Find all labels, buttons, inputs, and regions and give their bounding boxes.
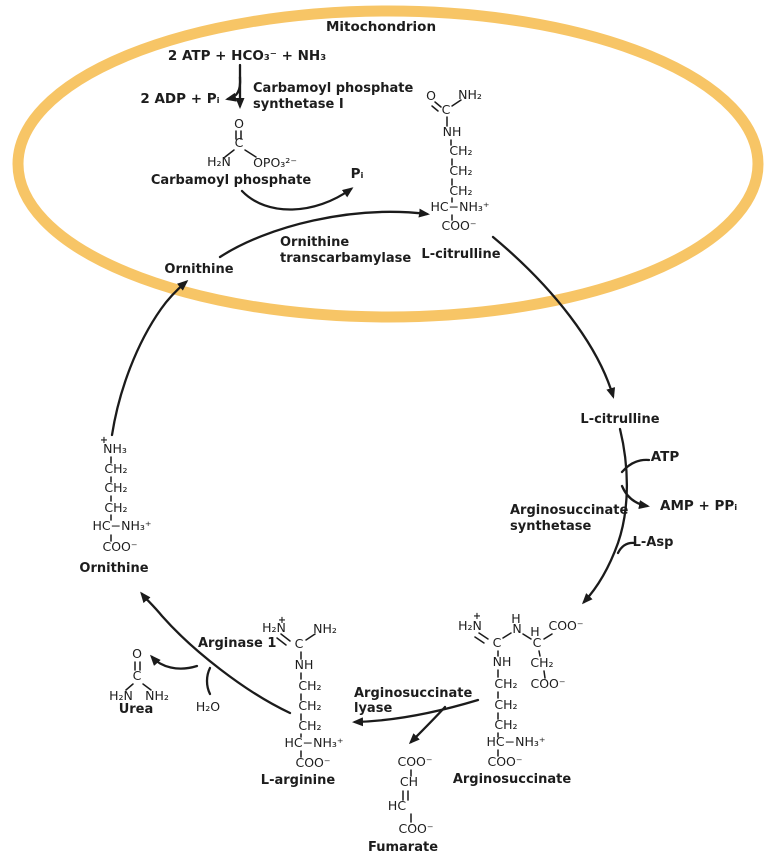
arrow-lasp-in	[616, 541, 637, 555]
arrow-h2o-in	[205, 666, 212, 696]
arginosuccinate-c-left: C	[492, 635, 502, 650]
citrulline-cytosol-label: L-citrulline	[580, 412, 660, 427]
ornithine-hcnh3: HC−NH₃⁺	[92, 518, 152, 533]
cps1-byproducts: 2 ADP + Pᵢ	[140, 91, 220, 107]
cps1-substrates: 2 ATP + HCO₃⁻ + NH₃	[167, 48, 327, 64]
ass-amp-ppi: AMP + PPᵢ	[660, 498, 738, 514]
otc-enzyme-line1: Ornithine	[280, 235, 350, 250]
arginosuccinate-h-right: H	[530, 624, 540, 639]
arginosuccinate-c-right: C	[532, 635, 542, 650]
citrulline-coo: COO⁻	[441, 218, 477, 233]
arginosuccinate-coo-right: COO⁻	[530, 676, 566, 691]
arginine-ch2-2: CH₂	[298, 698, 322, 713]
arginosuccinate-h-top: H	[511, 611, 521, 626]
ass-enzyme-line2: synthetase	[510, 519, 592, 534]
ornithine-nh3: NH₃	[103, 441, 127, 456]
arginase-enzyme: Arginase 1	[198, 636, 277, 651]
fumarate-coo-top: COO⁻	[397, 754, 433, 769]
carbamoyl-phosphate-label: Carbamoyl phosphate	[150, 173, 312, 188]
ornithine-ch2-2: CH₂	[104, 480, 128, 495]
arginine-plus: +	[278, 615, 286, 626]
arginosuccinate-plus: +	[473, 611, 481, 622]
arrow-ornithine-to-citrulline	[218, 208, 430, 259]
ass-atp: ATP	[650, 449, 680, 465]
ornithine-ch2-1: CH₂	[104, 461, 128, 476]
citrulline-mito-label: L-citrulline	[421, 247, 501, 262]
otc-enzyme-line2: transcarbamylase	[280, 251, 412, 266]
arrow-ass-main	[581, 427, 628, 605]
otc-pi: Pᵢ	[350, 166, 364, 182]
arginine-nh2: NH₂	[313, 621, 337, 636]
arginosuccinate-coo-tr: COO⁻	[548, 618, 584, 633]
arginosuccinate-ch2-1: CH₂	[494, 676, 518, 691]
citrulline-ch2-2: CH₂	[449, 163, 473, 178]
ass-l-asp: L-Asp	[632, 535, 674, 550]
arrow-ornithine-import	[110, 280, 189, 437]
arginase-h2o: H₂O	[195, 699, 221, 714]
carbamoyl-opo3: OPO₃²⁻	[253, 155, 297, 170]
cps1-enzyme-line1: Carbamoyl phosphate	[253, 81, 414, 96]
arginine-nh: NH	[294, 657, 314, 672]
fumarate-ch: CH	[399, 774, 419, 789]
arrow-citrulline-export	[491, 235, 616, 399]
arginine-c: C	[294, 636, 304, 651]
ornithine-plus: +	[100, 435, 108, 446]
asl-enzyme-line2: lyase	[354, 701, 393, 716]
arginosuccinate-n: N	[512, 621, 522, 636]
urea-nh2: NH₂	[145, 688, 169, 703]
l-arginine-label: L-arginine	[260, 773, 336, 788]
arginosuccinate-ch2-right: CH₂	[530, 655, 554, 670]
fumarate-label: Fumarate	[367, 840, 439, 855]
urea-h2n: H₂N	[109, 688, 133, 703]
citrulline-nh2: NH₂	[458, 87, 482, 102]
citrulline-c: C	[441, 102, 451, 117]
arrow-fumarate-out	[408, 705, 447, 745]
urea-c: C	[132, 668, 142, 683]
citrulline-hcnh3: HC−NH₃⁺	[430, 199, 490, 214]
fumarate-coo-bottom: COO⁻	[398, 821, 434, 836]
arginine-hcnh3: HC−NH₃⁺	[284, 735, 344, 750]
mitochondrion-label: Mitochondrion	[325, 19, 437, 35]
urea-o: O	[132, 646, 142, 661]
arginosuccinate-hcnh3: HC−NH₃⁺	[486, 734, 546, 749]
carbamoyl-c: C	[234, 135, 244, 150]
ass-enzyme-line1: Arginosuccinate	[510, 503, 629, 518]
arrow-asl-main	[352, 698, 480, 727]
urea-label: Urea	[118, 702, 154, 717]
arginosuccinate-ch2-2: CH₂	[494, 697, 518, 712]
arginine-coo: COO⁻	[295, 755, 331, 770]
asl-enzyme-line1: Arginosuccinate	[354, 686, 473, 701]
chemical-bonds	[110, 99, 553, 823]
arginine-ch2-1: CH₂	[298, 678, 322, 693]
cps1-enzyme-line2: synthetase I	[253, 97, 344, 112]
arginine-ch2-3: CH₂	[298, 718, 322, 733]
arginosuccinate-ch2-3: CH₂	[494, 717, 518, 732]
citrulline-ch2-3: CH₂	[449, 183, 473, 198]
arginosuccinate-nh: NH	[492, 654, 512, 669]
reaction-arrows	[110, 63, 651, 745]
arrow-arginase-main	[140, 591, 292, 715]
arrow-urea-out	[149, 654, 199, 670]
arginosuccinate-coo-bottom: COO⁻	[487, 754, 523, 769]
citrulline-ch2-1: CH₂	[449, 143, 473, 158]
arginosuccinate-label: Arginosuccinate	[452, 772, 572, 787]
citrulline-nh: NH	[442, 124, 462, 139]
mitochondrion-membrane	[12, 5, 764, 323]
carbamoyl-o: O	[234, 116, 244, 131]
arrow-carbamoyl-to-pi	[240, 187, 354, 211]
fumarate-hc: HC	[387, 798, 407, 813]
ornithine-mito-label: Ornithine	[164, 262, 234, 277]
arrow-cps1-byproduct	[225, 75, 242, 102]
arrow-amp-out	[620, 484, 650, 509]
ornithine-left-label: Ornithine	[79, 561, 149, 576]
arginosuccinate-h2n: H₂N	[458, 618, 482, 633]
arrow-atp-in	[620, 458, 651, 474]
ornithine-ch2-3: CH₂	[104, 500, 128, 515]
ornithine-coo: COO⁻	[102, 539, 138, 554]
carbamoyl-h2n: H₂N	[207, 154, 231, 169]
arginine-h2n: H₂N	[262, 620, 286, 635]
citrulline-o: O	[426, 88, 436, 103]
